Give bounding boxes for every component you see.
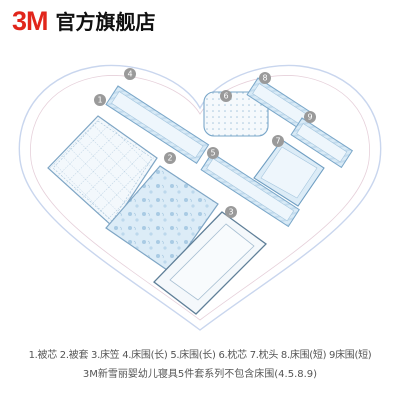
- badge-1: 1: [94, 94, 106, 106]
- badge-4-number: 4: [127, 70, 132, 79]
- badge-2-number: 2: [167, 154, 172, 163]
- item-6-pillow-core: [203, 91, 269, 137]
- badge-7-number: 7: [275, 137, 280, 146]
- heart-outline: [18, 64, 382, 331]
- item-5-bumper-long: [200, 152, 300, 228]
- badge-1-number: 1: [97, 96, 102, 105]
- badge-3-number: 3: [228, 208, 233, 217]
- item-4-bumper-long: [105, 85, 210, 164]
- item-7-pillow: [253, 139, 325, 207]
- badge-6-number: 6: [223, 92, 228, 101]
- store-name[interactable]: 官方旗舰店: [55, 9, 156, 34]
- item-legend: 1.被芯 2.被套 3.床笠 4.床围(长) 5.床围(长) 6.枕芯 7.枕头…: [28, 350, 372, 361]
- badge-9: 9: [304, 111, 316, 123]
- bumper-exclusion-note: 3M新雪丽婴幼儿寝具5件套系列不包含床围(4.5.8.9): [82, 369, 318, 380]
- badge-6: 6: [220, 90, 232, 102]
- store-header: 3M 官方旗舰店: [12, 8, 156, 35]
- item-9-bumper-short: [290, 117, 354, 169]
- badge-8: 8: [259, 72, 271, 84]
- badge-5: 5: [207, 147, 219, 159]
- badge-8-number: 8: [262, 74, 267, 83]
- badge-3: 3: [225, 206, 237, 218]
- item-3-fitted-sheet: [153, 211, 267, 315]
- badge-4: 4: [124, 68, 136, 80]
- bedding-set-diagram: 1 2 3 4 5 6 7 8 9: [18, 64, 382, 331]
- badge-5-number: 5: [210, 149, 215, 158]
- badge-9-number: 9: [307, 113, 312, 122]
- heart-outline-inner: [30, 75, 370, 321]
- brand-logo[interactable]: 3M: [12, 6, 49, 36]
- badge-7: 7: [272, 135, 284, 147]
- badge-2: 2: [164, 152, 176, 164]
- number-badges: 1 2 3 4 5 6 7 8 9: [94, 68, 316, 218]
